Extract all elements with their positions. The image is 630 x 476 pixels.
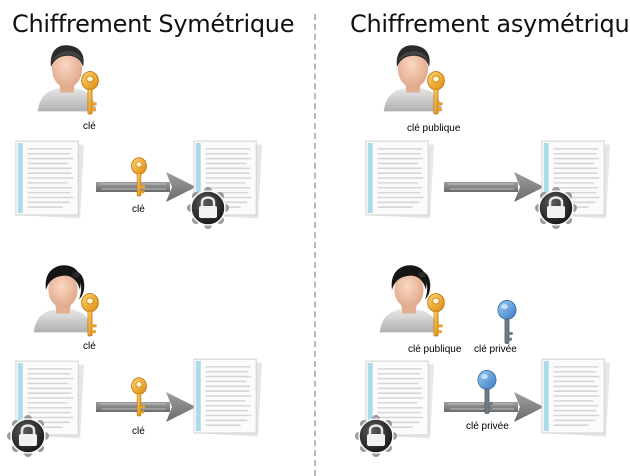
section-divider	[314, 14, 316, 476]
blue-key-icon	[476, 370, 498, 416]
padlock-icon	[354, 414, 398, 458]
arrow-icon	[444, 170, 544, 204]
document-icon	[14, 138, 84, 220]
blue-key-icon	[496, 300, 518, 346]
padlock-icon	[534, 186, 578, 230]
padlock-icon	[186, 186, 230, 230]
asymmetric-bottom-private-label: clé privée	[474, 344, 517, 355]
symmetric-bottom-key-label: clé	[83, 341, 96, 352]
gold-key-icon	[426, 70, 446, 118]
gold-key-icon	[80, 70, 100, 118]
asymmetric-title: Chiffrement asymétrique	[350, 10, 630, 38]
document-icon	[192, 356, 262, 438]
asymmetric-bottom-arrow-label: clé privée	[466, 421, 509, 432]
document-icon	[540, 356, 610, 438]
asymmetric-top-key-label: clé publique	[407, 123, 461, 134]
symmetric-top-key-label: clé	[83, 121, 96, 132]
gold-key-icon	[130, 156, 148, 200]
padlock-icon	[6, 414, 50, 458]
symmetric-title: Chiffrement Symétrique	[12, 10, 295, 38]
document-icon	[364, 138, 434, 220]
symmetric-bottom-arrow-label: clé	[132, 426, 145, 437]
gold-key-icon	[426, 292, 446, 340]
asymmetric-bottom-public-label: clé publique	[408, 344, 462, 355]
gold-key-icon	[80, 292, 100, 340]
symmetric-top-arrow-label: clé	[132, 204, 145, 215]
gold-key-icon	[130, 376, 148, 420]
